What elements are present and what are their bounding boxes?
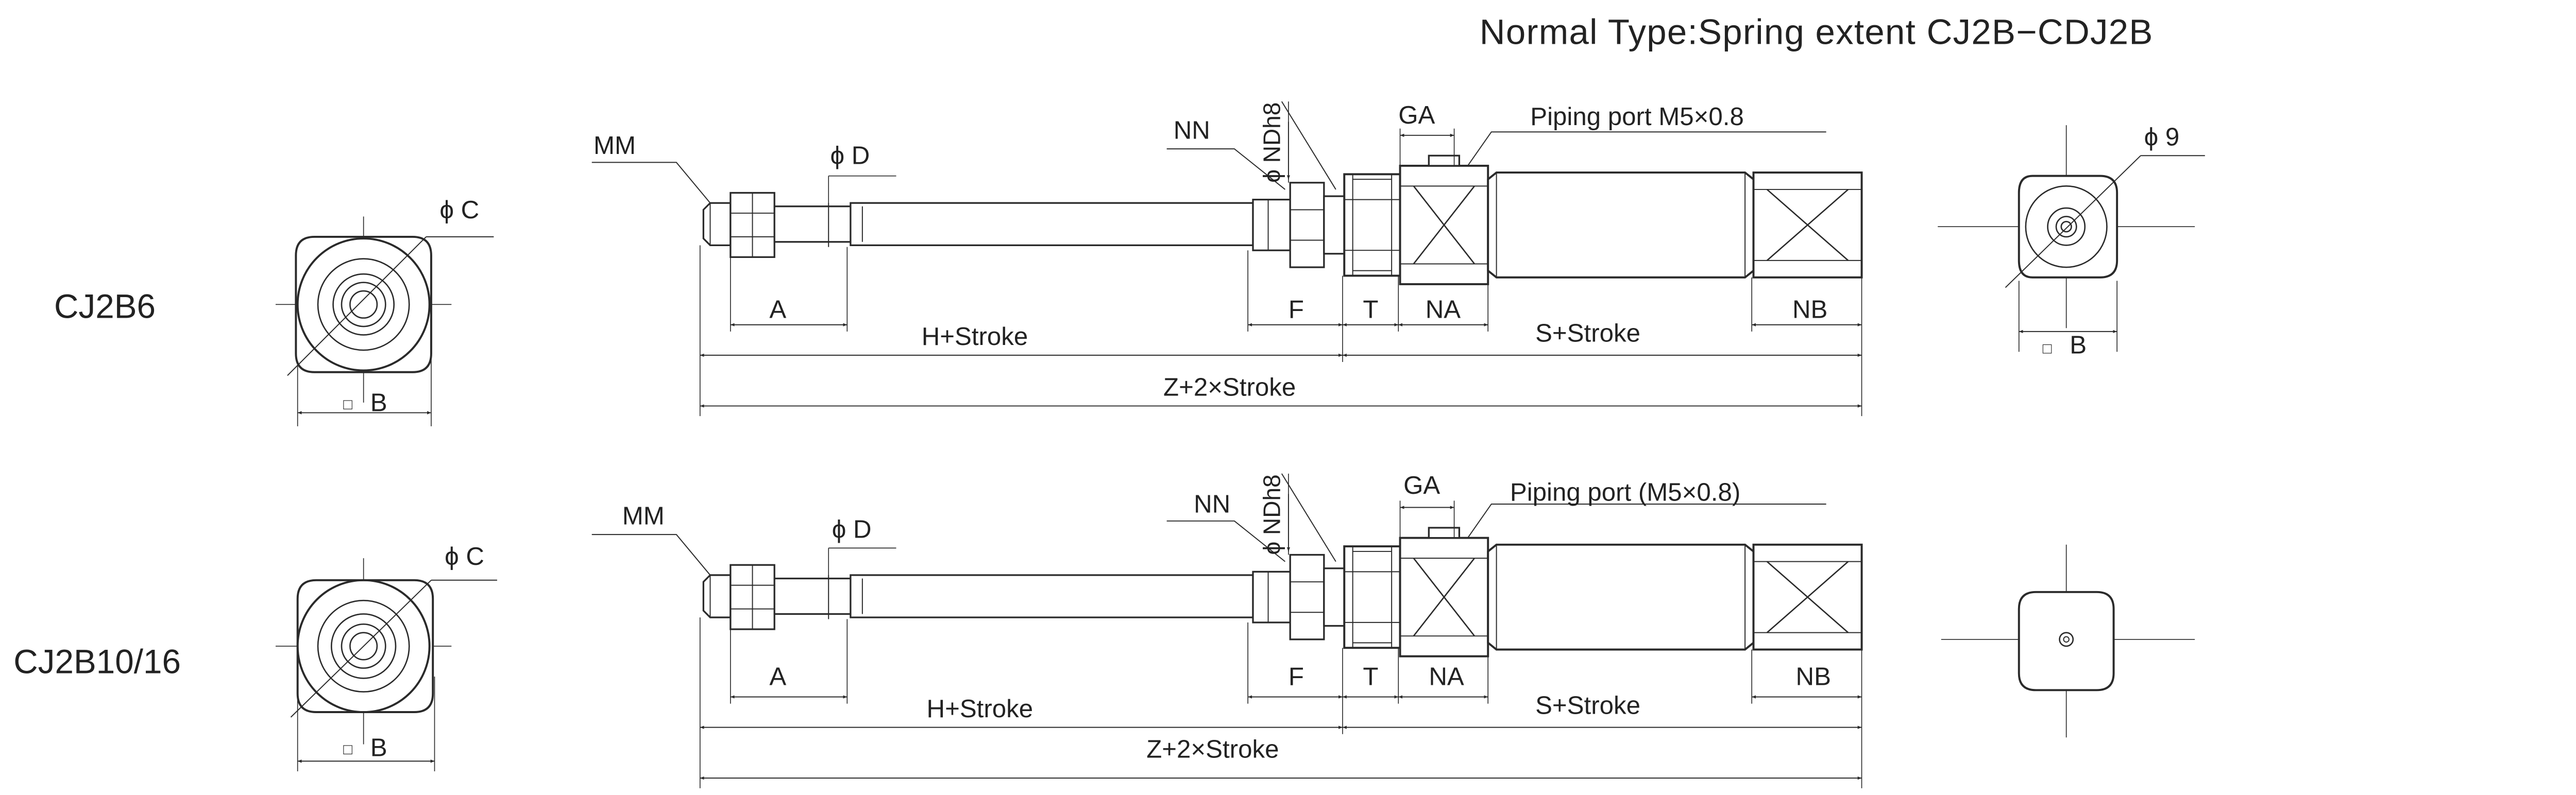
front-view: ϕ C □ B: [275, 542, 497, 772]
drawing-title: Normal Type:Spring extent CJ2B−CDJ2B: [1480, 12, 2154, 51]
phi-d-label: ϕ D: [830, 142, 870, 170]
b-square-symbol: □: [343, 741, 352, 758]
model-name: CJ2B6: [54, 288, 156, 325]
phi-d-label: ϕ D: [832, 515, 872, 544]
z-stroke-label: Z+2×Stroke: [1146, 735, 1279, 764]
nn-label: NN: [1194, 490, 1230, 518]
a-label: A: [769, 662, 786, 690]
b-square-symbol: □: [2043, 340, 2052, 357]
na-label: NA: [1429, 662, 1464, 690]
a-label: A: [769, 296, 786, 324]
b-label: B: [2070, 331, 2087, 359]
model-cj2b6: CJ2B6 ϕ C □ B MM ϕ D: [54, 101, 2205, 426]
piping-port-label: Piping port (M5×0.8): [1510, 478, 1740, 506]
t-label: T: [1363, 296, 1378, 324]
rear-view: [1941, 544, 2195, 738]
nb-label: NB: [1796, 662, 1831, 690]
model-name: CJ2B10/16: [13, 643, 181, 680]
ga-label: GA: [1403, 471, 1440, 499]
h-stroke-label: H+Stroke: [927, 695, 1033, 723]
s-stroke-label: S+Stroke: [1535, 319, 1640, 348]
rear-view: ϕ 9 □ B: [1938, 123, 2205, 359]
phi-ndh8-label: ϕ NDh8: [1259, 102, 1285, 183]
f-label: F: [1289, 662, 1304, 690]
b-label: B: [370, 388, 387, 417]
na-label: NA: [1426, 296, 1461, 324]
phi-c-label: ϕ C: [445, 542, 484, 571]
phi-ndh8-label: ϕ NDh8: [1259, 474, 1285, 555]
f-label: F: [1289, 296, 1304, 324]
phi-c-label: ϕ C: [439, 196, 479, 224]
h-stroke-label: H+Stroke: [922, 322, 1028, 351]
t-label: T: [1363, 662, 1378, 690]
mm-label: MM: [594, 131, 636, 160]
ga-label: GA: [1398, 101, 1435, 129]
b-label: B: [370, 733, 387, 762]
mm-label: MM: [622, 502, 665, 530]
front-view: ϕ C □ B: [275, 196, 494, 426]
s-stroke-label: S+Stroke: [1535, 691, 1640, 719]
side-view: MM ϕ D NN ϕ NDh8 GA Piping port (M5×0.8)…: [592, 471, 1862, 788]
model-cj2b10-16: CJ2B10/16 ϕ C □ B MM ϕ: [13, 471, 2195, 788]
z-stroke-label: Z+2×Stroke: [1163, 373, 1296, 402]
phi-9-label: ϕ 9: [2144, 123, 2180, 151]
nb-label: NB: [1792, 296, 1827, 324]
b-square-symbol: □: [343, 396, 352, 413]
nn-label: NN: [1174, 116, 1210, 144]
side-view: MM ϕ D NN ϕ NDh8 GA Piping port M5×0.8 A…: [592, 101, 1862, 416]
piping-port-label: Piping port M5×0.8: [1530, 102, 1744, 131]
